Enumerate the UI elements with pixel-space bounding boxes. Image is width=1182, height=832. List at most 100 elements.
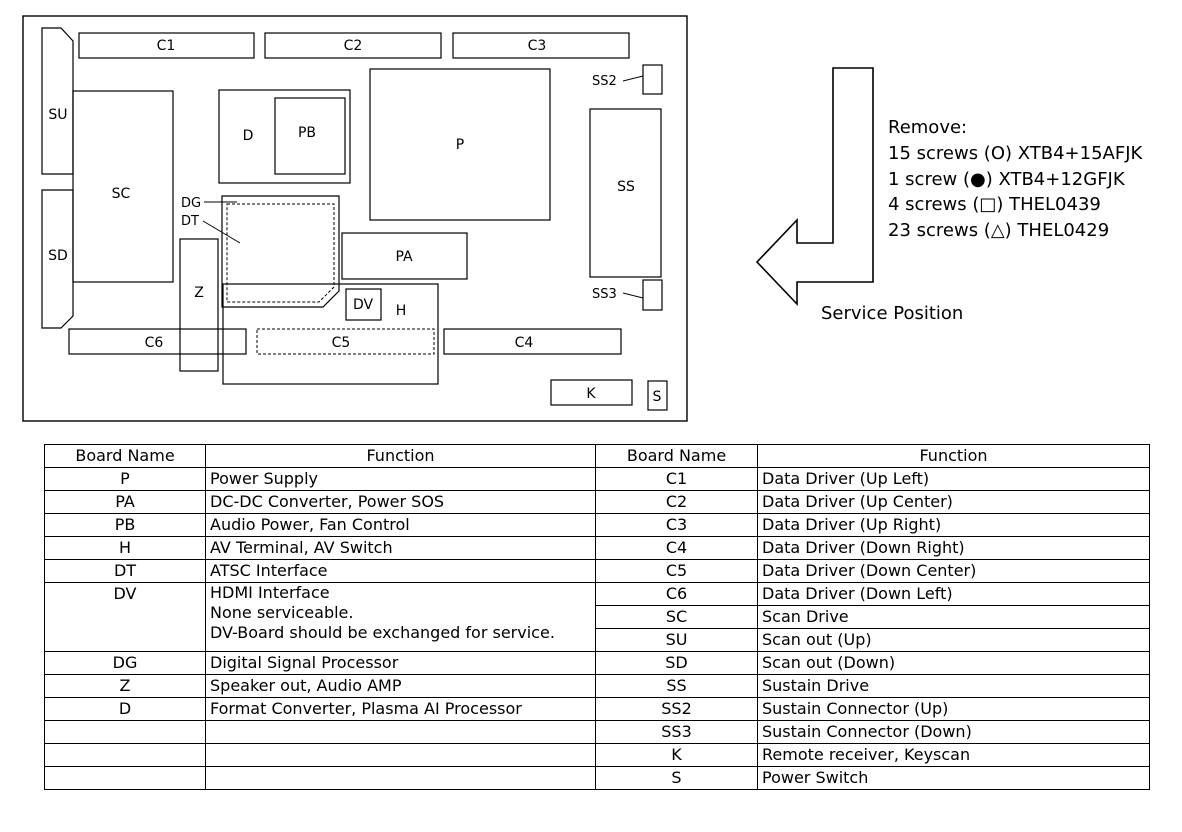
board-pa-label: PA bbox=[395, 249, 413, 265]
left-board-name: PB bbox=[44, 513, 206, 537]
header-board-name-right: Board Name bbox=[595, 444, 758, 468]
board-c1-label: C1 bbox=[157, 38, 176, 54]
remove-line-2: 1 screw (●) XTB4+12GFJK bbox=[888, 169, 1126, 190]
right-board-function: Sustain Connector (Up) bbox=[757, 697, 1150, 721]
right-board-name: C6 bbox=[595, 582, 758, 606]
function-line: AV Terminal, AV Switch bbox=[210, 538, 393, 557]
header-function-left: Function bbox=[205, 444, 596, 468]
function-line: HDMI Interface bbox=[210, 583, 330, 602]
board-sd-label: SD bbox=[48, 248, 68, 264]
left-board-function: DC-DC Converter, Power SOS bbox=[205, 490, 596, 514]
left-board-name bbox=[44, 743, 206, 767]
remove-line-4: 23 screws (△) THEL0429 bbox=[888, 220, 1109, 241]
left-board-function: Audio Power, Fan Control bbox=[205, 513, 596, 537]
remove-title: Remove: bbox=[888, 117, 967, 138]
board-d bbox=[218, 89, 351, 184]
board-dt-label: DT bbox=[181, 214, 199, 229]
function-line: None serviceable. bbox=[210, 603, 354, 622]
right-board-name: SS3 bbox=[595, 720, 758, 744]
board-dt bbox=[226, 203, 335, 303]
left-board-function: AV Terminal, AV Switch bbox=[205, 536, 596, 560]
ss2-leader bbox=[622, 75, 644, 82]
board-sc-label: SC bbox=[112, 186, 131, 202]
left-board-name bbox=[44, 720, 206, 744]
board-c2 bbox=[264, 32, 442, 59]
right-board-name: C4 bbox=[595, 536, 758, 560]
board-su bbox=[41, 27, 74, 175]
board-ss bbox=[589, 108, 662, 278]
right-board-function: Scan Drive bbox=[757, 605, 1150, 629]
dt-leader bbox=[202, 220, 241, 244]
function-line: DV-Board should be exchanged for service… bbox=[210, 623, 555, 642]
right-board-function: Data Driver (Up Center) bbox=[757, 490, 1150, 514]
service-position-label: Service Position bbox=[821, 303, 963, 324]
remove-line-3: 4 screws (□) THEL0439 bbox=[888, 194, 1101, 215]
right-board-function: Sustain Drive bbox=[757, 674, 1150, 698]
board-c3-label: C3 bbox=[528, 38, 547, 54]
function-line: Format Converter, Plasma AI Processor bbox=[210, 699, 522, 718]
left-board-function bbox=[205, 766, 596, 790]
board-function-table: Board Name Function Board Name Function … bbox=[44, 444, 1150, 790]
left-board-name: DV bbox=[44, 582, 206, 652]
right-board-name: K bbox=[595, 743, 758, 767]
function-line: Digital Signal Processor bbox=[210, 653, 399, 672]
right-board-name: C3 bbox=[595, 513, 758, 537]
board-p-label: P bbox=[456, 137, 464, 153]
board-k-label: K bbox=[586, 386, 596, 402]
board-p bbox=[369, 68, 551, 221]
board-c6 bbox=[68, 328, 247, 355]
board-dv bbox=[345, 288, 382, 321]
board-h-label: H bbox=[396, 303, 407, 319]
board-c5 bbox=[256, 328, 435, 355]
board-c3 bbox=[452, 32, 630, 59]
board-ss3-label: SS3 bbox=[592, 287, 617, 302]
right-board-function: Data Driver (Up Right) bbox=[757, 513, 1150, 537]
table-header-row: Board Name Function Board Name Function bbox=[44, 444, 1150, 468]
board-z bbox=[179, 238, 219, 372]
service-position-arrow bbox=[755, 67, 874, 306]
header-function-right: Function bbox=[757, 444, 1150, 468]
left-board-name: D bbox=[44, 697, 206, 721]
right-board-name: C1 bbox=[595, 467, 758, 491]
left-board-name: P bbox=[44, 467, 206, 491]
right-board-name: C5 bbox=[595, 559, 758, 583]
board-pa bbox=[341, 232, 468, 280]
ss3-leader bbox=[622, 292, 644, 299]
right-board-name: SU bbox=[595, 628, 758, 652]
board-layout-diagram: C1 C2 C3 SU SD SC D PB P DG DT PA Z H DV… bbox=[22, 15, 1144, 422]
board-c6-label: C6 bbox=[145, 335, 164, 351]
right-board-name: S bbox=[595, 766, 758, 790]
left-board-function: ATSC Interface bbox=[205, 559, 596, 583]
board-d-label: D bbox=[243, 128, 254, 144]
right-board-function: Remote receiver, Keyscan bbox=[757, 743, 1150, 767]
left-board-function bbox=[205, 743, 596, 767]
board-c4 bbox=[443, 328, 622, 355]
left-board-function bbox=[205, 720, 596, 744]
left-board-function: Power Supply bbox=[205, 467, 596, 491]
board-h bbox=[222, 283, 439, 385]
board-pb bbox=[274, 97, 346, 175]
function-line: Audio Power, Fan Control bbox=[210, 515, 410, 534]
board-s bbox=[647, 380, 668, 411]
right-board-name: SD bbox=[595, 651, 758, 675]
board-sd bbox=[41, 189, 74, 329]
left-board-function: Speaker out, Audio AMP bbox=[205, 674, 596, 698]
board-c4-label: C4 bbox=[515, 335, 534, 351]
function-line: ATSC Interface bbox=[210, 561, 328, 580]
header-board-name-left: Board Name bbox=[44, 444, 206, 468]
board-ss-label: SS bbox=[617, 179, 635, 195]
